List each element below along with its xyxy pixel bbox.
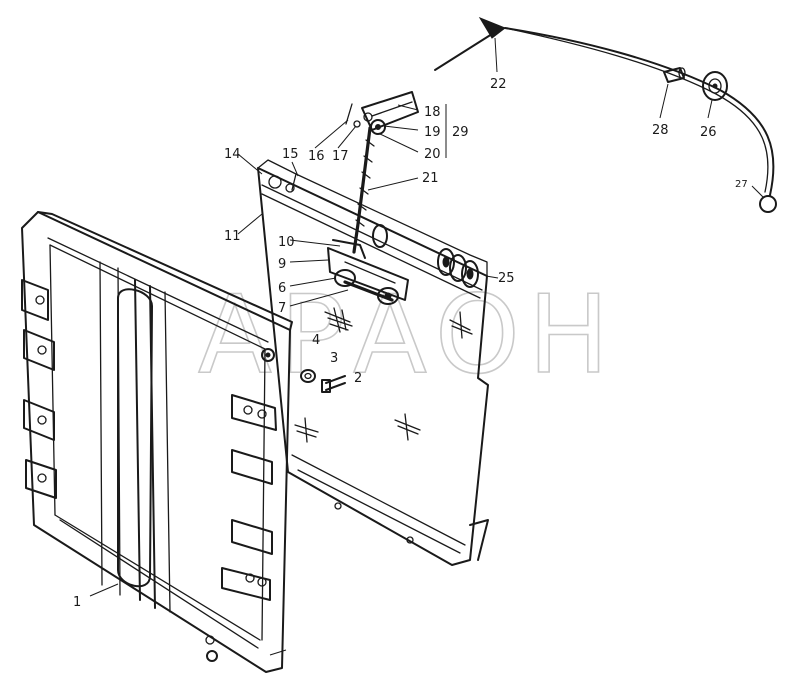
callout-21: 21 xyxy=(422,171,439,186)
callout-1: 1 xyxy=(73,595,81,610)
hatch-marks xyxy=(294,307,473,443)
callout-15: 15 xyxy=(282,147,299,162)
callout-4: 4 xyxy=(312,333,320,348)
callout-3: 3 xyxy=(330,351,338,366)
leader-lines xyxy=(89,37,765,656)
callout-29: 29 xyxy=(452,125,469,140)
callout-18: 18 xyxy=(424,105,441,120)
callout-28: 28 xyxy=(652,123,669,138)
callout-11: 11 xyxy=(224,229,241,244)
cable-ring-icon xyxy=(759,195,777,213)
callout-9: 9 xyxy=(278,257,286,272)
latch-bracket xyxy=(327,239,409,305)
watermark: АРАОН xyxy=(198,273,617,398)
callout-2: 2 xyxy=(354,371,362,386)
top-left-bolt-icon xyxy=(268,175,282,189)
callout-20: 20 xyxy=(424,147,441,162)
callout-10: 10 xyxy=(278,235,295,250)
callout-25: 25 xyxy=(498,271,515,286)
top-clamp xyxy=(345,91,419,135)
front-frame xyxy=(21,211,293,673)
rear-panel xyxy=(257,159,489,566)
washer-and-bolt xyxy=(300,369,346,393)
callout-27: 27 xyxy=(735,179,748,190)
callout-16: 16 xyxy=(308,149,325,164)
chain-rod xyxy=(352,126,372,254)
callout-17: 17 xyxy=(332,149,349,164)
pin xyxy=(663,67,686,83)
callout-labels: 1 2 3 4 6 7 9 10 11 14 15 16 17 18 19 20… xyxy=(73,77,748,610)
callout-7: 7 xyxy=(278,301,286,316)
knob-cap xyxy=(702,71,728,101)
hinge-assembly xyxy=(372,224,479,288)
right-brackets xyxy=(221,394,277,601)
callout-6: 6 xyxy=(278,281,286,296)
left-brackets xyxy=(21,279,57,499)
callout-26: 26 xyxy=(700,125,717,140)
callout-22: 22 xyxy=(490,77,507,92)
callout-19: 19 xyxy=(424,125,441,140)
cable-assembly xyxy=(434,16,777,213)
callout-14: 14 xyxy=(224,147,241,162)
